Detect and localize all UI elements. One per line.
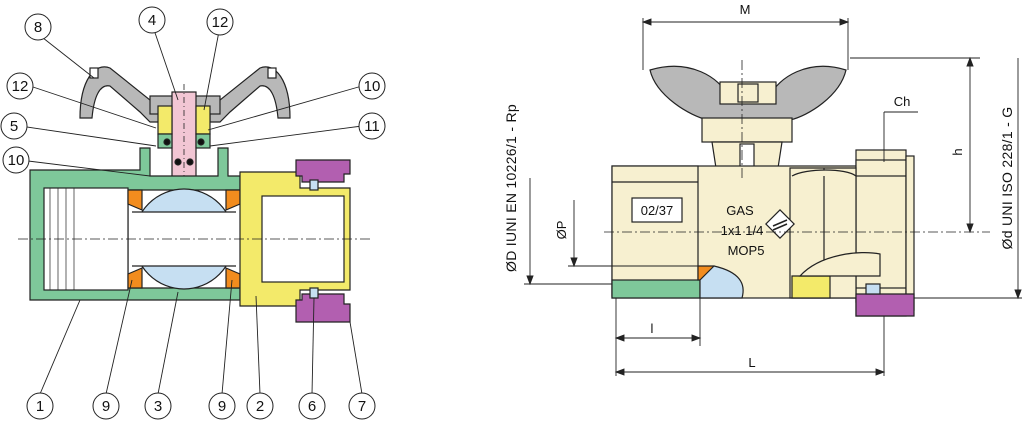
side-cutaway-tail xyxy=(791,275,831,299)
brand-logo xyxy=(765,209,795,239)
callout-12-top: 12 xyxy=(206,8,234,36)
dim-P-label: ØP xyxy=(554,221,569,240)
seat-ring-left xyxy=(127,189,143,211)
svg-text:10: 10 xyxy=(364,78,381,95)
dim-M-label: M xyxy=(740,2,751,17)
side-view xyxy=(604,60,990,317)
stem-nut-right xyxy=(195,105,211,135)
callout-5: 5 xyxy=(0,112,28,140)
svg-text:7: 7 xyxy=(358,398,366,415)
marking-size: 1x1 1/4 xyxy=(721,223,764,238)
callout-8: 8 xyxy=(24,13,52,41)
stem-nut-left xyxy=(157,105,173,135)
svg-text:9: 9 xyxy=(102,398,110,415)
thread-spec-left: ØD IUNI EN 10226/1 - Rp xyxy=(503,104,519,272)
callout-12-left: 12 xyxy=(6,72,34,100)
callout-11: 11 xyxy=(358,112,386,140)
callout-6: 6 xyxy=(298,392,326,420)
side-cutaway-nut xyxy=(855,293,915,317)
side-cutaway-ball xyxy=(699,265,744,299)
callout-3: 3 xyxy=(144,392,172,420)
callout-4: 4 xyxy=(138,6,166,34)
svg-text:3: 3 xyxy=(154,398,162,415)
thread-spec-right: Ød UNI ISO 228/1 - G xyxy=(999,107,1015,250)
callout-9b: 9 xyxy=(208,392,236,420)
seat-ring-right xyxy=(225,189,241,211)
leader-lines xyxy=(19,23,363,395)
svg-text:10: 10 xyxy=(8,152,25,169)
side-handle xyxy=(649,65,847,121)
dimension-lines xyxy=(524,18,1022,376)
svg-text:5: 5 xyxy=(10,118,18,135)
callout-9a: 9 xyxy=(92,392,120,420)
svg-text:6: 6 xyxy=(308,398,316,415)
section-view xyxy=(18,66,370,323)
svg-text:12: 12 xyxy=(12,78,29,95)
svg-text:4: 4 xyxy=(148,12,156,29)
svg-text:1: 1 xyxy=(36,398,44,415)
dim-L-label: L xyxy=(748,355,755,370)
marking-mop: MOP5 xyxy=(728,243,765,258)
side-bonnet xyxy=(701,117,793,143)
svg-text:2: 2 xyxy=(256,398,264,415)
side-cutaway-body xyxy=(611,279,701,299)
butterfly-handle-right xyxy=(209,66,291,123)
svg-text:8: 8 xyxy=(34,19,42,36)
callouts: 8 4 12 12 10 5 11 10 1 9 3 9 2 6 7 xyxy=(0,6,386,420)
marking-code: 02/37 xyxy=(641,203,674,218)
callout-2: 2 xyxy=(246,392,274,420)
svg-text:12: 12 xyxy=(212,14,229,31)
svg-text:11: 11 xyxy=(364,118,380,135)
side-hex-left xyxy=(611,165,699,297)
callout-10-left: 10 xyxy=(2,146,30,174)
union-nut xyxy=(295,159,351,183)
dim-l-label: l xyxy=(651,321,654,336)
dim-Ch-label: Ch xyxy=(894,94,911,109)
side-view-labels: M h L l ØP Ch ØD IUNI EN 10226/1 - Rp Ød… xyxy=(503,2,1015,370)
marking-gas: GAS xyxy=(726,203,754,218)
marking-box xyxy=(631,197,683,223)
dim-h-label: h xyxy=(950,148,965,155)
callout-7: 7 xyxy=(348,392,376,420)
svg-text:9: 9 xyxy=(218,398,226,415)
callout-1: 1 xyxy=(26,392,54,420)
callout-10-right: 10 xyxy=(358,72,386,100)
